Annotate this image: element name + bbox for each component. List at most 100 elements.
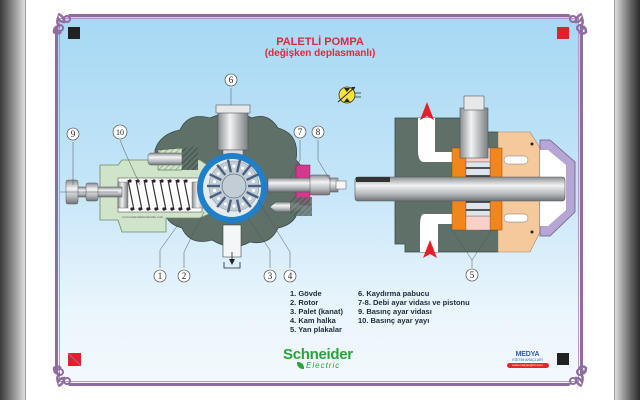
callout-5: 5 [465,268,479,282]
callout-3: 3 [263,269,277,283]
svg-text:8: 8 [316,127,321,137]
publisher-logo: MEDYA EĞİTİM ARAÇLARI www.medyaegitim.co… [505,351,550,373]
legend-item: 9. Basınç ayar vidası [358,307,432,316]
vane-slot [223,166,227,170]
corner-ornament-bottom-left [52,352,82,388]
drive-shaft-hub [221,173,247,199]
leaf-icon [297,362,304,369]
watermark-text: www.mekanikmuhendis.com [122,215,163,219]
brand-name: Schneider [283,346,353,363]
right-roller-edge [614,0,615,400]
bolt [147,152,183,166]
vane [216,164,227,176]
corner-ornament-top-left [52,12,80,39]
callouts: 1 2 3 4 5 6 7 8 9 10 [66,73,479,283]
svg-text:6: 6 [229,75,234,85]
legend-item: 7-8. Debi ayar vidası ve pistonu [358,298,470,307]
vane-slot [212,188,217,193]
legend-item: 1. Gövde [290,289,322,298]
spring-chamber [117,177,203,213]
outlet-channel [418,118,460,162]
svg-text:7: 7 [298,127,303,137]
vane-slot [241,202,245,206]
vane-slot [251,179,256,184]
callout-10: 10 [112,124,128,140]
legend-right: 6. Kaydırma pabucu 7-8. Debi ayar vidası… [358,289,470,325]
vane [226,159,233,173]
left-scroll-roller [0,0,26,400]
svg-text:10: 10 [116,128,124,137]
vane-slot [232,204,236,208]
side-plate-right-top [489,147,503,179]
publisher-bar: www.medyaegitim.com [506,363,549,368]
callout-9: 9 [66,127,80,141]
corner-square-dark [557,353,569,365]
publisher-tagline: EĞİTİM ARAÇLARI [512,358,543,362]
vane-slot [216,196,221,201]
svg-text:5: 5 [470,270,475,280]
right-scroll-roller [614,0,640,400]
svg-text:4: 4 [288,271,293,281]
callout-2: 2 [177,269,191,283]
diagram-subtitle: (değişken deplasmanlı) [264,48,376,59]
left-roller-edge [25,0,26,400]
vane [241,164,252,176]
slide-shoe [217,107,249,151]
legend-left: 1. Gövde 2. Rotor 3. Palet (kanat) 4. Ka… [290,289,343,334]
vane-slot [232,164,236,168]
leader-lines [72,88,493,268]
vane-slot [240,166,245,170]
callout-8: 8 [311,125,325,139]
vane [241,196,252,208]
callout-4: 4 [283,269,297,283]
corner-square-dark [68,27,80,39]
vane [209,190,222,199]
vane-slot [223,202,228,206]
front-section-view: www.mekanikmuhendis.com [60,104,347,258]
callout-7: 7 [293,125,307,139]
callout-1: 1 [153,269,167,283]
vane [216,196,227,208]
vane-slot [212,180,217,184]
schneider-logo: Schneider Electric [283,346,363,370]
vanes [207,159,261,213]
side-plate-right-bottom [489,199,503,231]
publisher-name: MEDYA [515,351,540,358]
corner-ornament-bottom-right [557,353,588,388]
drive-shaft [354,176,566,202]
svg-text:3: 3 [268,271,273,281]
legend-item: 2. Rotor [290,298,319,307]
svg-text:9: 9 [71,129,76,139]
key-slot [356,177,390,182]
legend-item: 3. Palet (kanat) [290,307,343,316]
vane [226,199,233,213]
side-section-view [354,95,576,258]
pressure-spring [127,179,191,211]
svg-text:2: 2 [182,271,187,281]
vane [235,159,242,173]
vane-slot [248,196,252,201]
inlet-flow-arrow [423,240,437,258]
corner-ornament-top-right [557,12,588,39]
vane-slot [216,171,220,176]
vane [209,173,222,182]
svg-text:1: 1 [158,271,163,281]
brand-sub: Electric [306,361,341,370]
legend-item: 5. Yan plakalar [290,325,342,334]
corner-square-red [557,27,569,39]
side-plate-left-bottom [451,199,467,231]
legend-item: 6. Kaydırma pabucu [358,289,430,298]
vane-slot [251,188,256,192]
side-slide-shoe [459,107,489,159]
vane-slot [247,171,252,176]
outlet-flow-arrow [420,102,434,120]
callout-6: 6 [224,73,238,87]
vane [246,190,259,199]
vane [246,173,259,182]
legend-item: 4. Kam halka [290,316,336,325]
diagram-title: PALETLİ POMPA [276,36,364,48]
tank-drain-symbol [223,252,241,269]
variable-displacement-pump-symbol [337,86,361,104]
